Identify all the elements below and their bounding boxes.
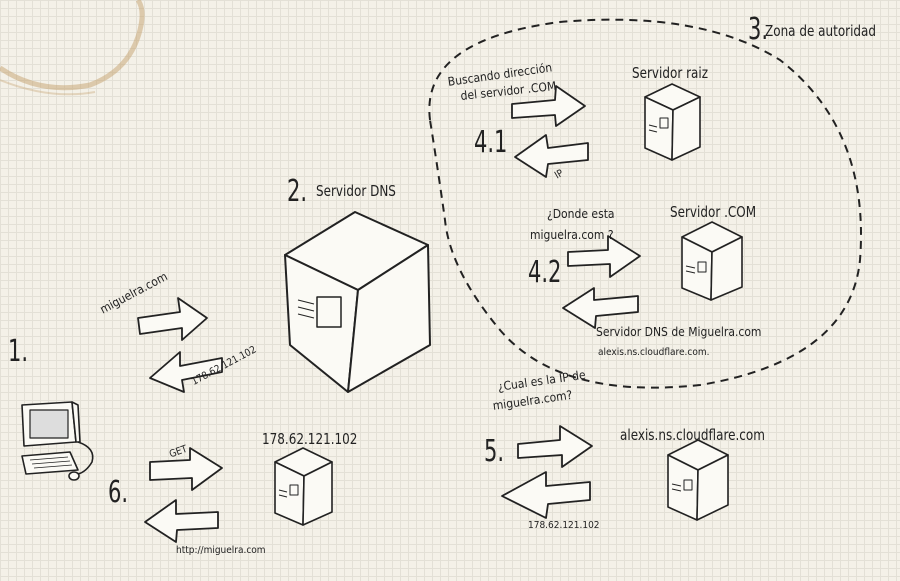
response-ns-label: 178.62.121.102 xyxy=(528,520,600,531)
arrow-http-get xyxy=(149,447,223,491)
coffee-stain xyxy=(0,0,145,91)
arrow-query-com xyxy=(567,235,641,278)
authority-zone-boundary xyxy=(428,18,862,389)
arrow-response-root xyxy=(514,134,589,178)
dns-server-title: Servidor DNS xyxy=(316,182,396,200)
step-6-number: 6. xyxy=(108,475,129,510)
com-server-title: Servidor .COM xyxy=(670,203,757,221)
step-5-number: 5. xyxy=(484,434,505,469)
response-com-line1: Servidor DNS de Miguelra.com xyxy=(596,325,762,339)
step-4-1-number: 4.1 xyxy=(474,125,508,160)
query-com-line1: ¿Donde esta xyxy=(547,207,615,221)
arrow-response-com xyxy=(562,287,639,329)
computer-icon xyxy=(21,401,94,481)
arrow-request-domain xyxy=(137,297,208,341)
step-1-number: 1. xyxy=(8,334,29,369)
response-com-line2: alexis.ns.cloudflare.com. xyxy=(598,347,710,358)
arrow-response-ip xyxy=(149,351,223,393)
query-com-line2: miguelra.com ? xyxy=(530,228,614,242)
com-server-icon xyxy=(681,221,743,301)
cloudflare-ns-server-icon xyxy=(667,439,729,521)
step-4-2-number: 4.2 xyxy=(528,255,562,290)
root-server-title: Servidor raiz xyxy=(632,64,708,82)
authority-zone-title: Zona de autoridad xyxy=(765,22,877,40)
web-server-ip-title: 178.62.121.102 xyxy=(262,430,358,448)
arrow-query-root xyxy=(511,85,586,127)
root-server-icon xyxy=(644,83,701,161)
step-3-number: 3. xyxy=(748,12,769,47)
arrow-http-response xyxy=(144,499,219,543)
http-response-label: http://miguelra.com xyxy=(176,545,266,556)
cloudflare-ns-title: alexis.ns.cloudflare.com xyxy=(620,426,765,444)
step-2-number: 2. xyxy=(287,174,308,209)
web-server-icon xyxy=(274,447,333,526)
arrow-response-ns xyxy=(501,471,591,519)
arrow-query-ns xyxy=(517,425,593,468)
coffee-stain-inner xyxy=(0,79,96,96)
dns-server-icon xyxy=(284,211,431,393)
